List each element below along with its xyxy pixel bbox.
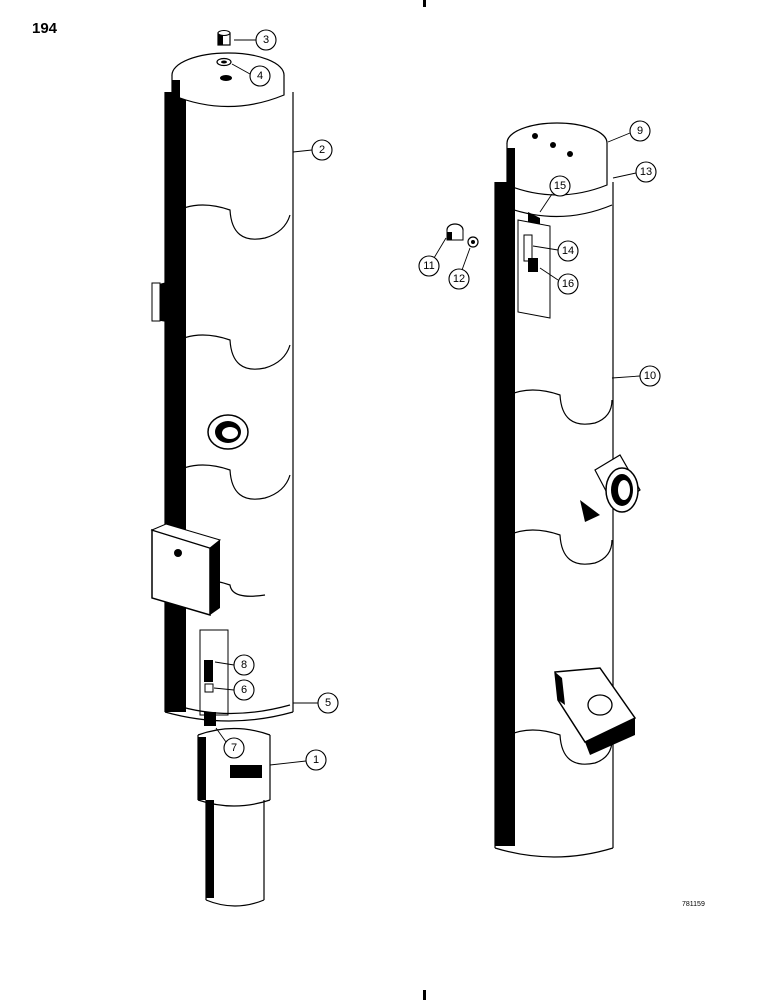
callout-1: 1	[269, 749, 327, 771]
callout-label: 16	[562, 278, 574, 290]
cylinder-barrel	[150, 30, 294, 726]
callout-6: 6	[213, 679, 255, 701]
callout-label: 14	[562, 245, 574, 257]
callout-label: 5	[325, 697, 331, 709]
callout-label: 6	[241, 684, 247, 696]
piston-rod	[197, 727, 271, 907]
page-number: 194	[32, 20, 58, 37]
callout-label: 1	[313, 754, 319, 766]
cylinder-barrel-right	[446, 122, 641, 858]
callout-14: 14	[532, 240, 579, 262]
registration-mark-top	[423, 0, 426, 7]
callout-label: 7	[231, 742, 237, 754]
right-cylinder-assembly	[446, 122, 641, 858]
left-cylinder-assembly	[150, 30, 294, 907]
callout-label: 2	[319, 144, 325, 156]
callout-label: 12	[453, 273, 465, 285]
callout-9: 9	[607, 120, 651, 143]
callout-12: 12	[448, 247, 471, 290]
callout-10: 10	[611, 365, 661, 387]
callout-label: 15	[554, 180, 566, 192]
registration-mark-bottom	[423, 990, 426, 1000]
callout-16: 16	[539, 267, 579, 295]
callout-11: 11	[418, 237, 447, 277]
callout-label: 11	[423, 260, 434, 272]
callout-5: 5	[293, 692, 339, 714]
callout-8: 8	[214, 654, 255, 676]
callout-13: 13	[612, 161, 657, 183]
callout-label: 10	[644, 370, 656, 382]
callout-label: 8	[241, 659, 247, 671]
callouts: 3 4 2 8 6 5 7	[213, 29, 661, 771]
callout-2: 2	[292, 139, 333, 161]
callout-label: 13	[640, 166, 652, 178]
callout-label: 3	[263, 34, 269, 46]
callout-3: 3	[234, 29, 277, 51]
callout-7: 7	[215, 727, 245, 759]
callout-15: 15	[539, 175, 571, 213]
callout-label: 4	[257, 70, 263, 82]
callout-label: 9	[637, 125, 643, 137]
drawing-code: 781159	[682, 901, 705, 908]
callout-4: 4	[231, 63, 271, 87]
